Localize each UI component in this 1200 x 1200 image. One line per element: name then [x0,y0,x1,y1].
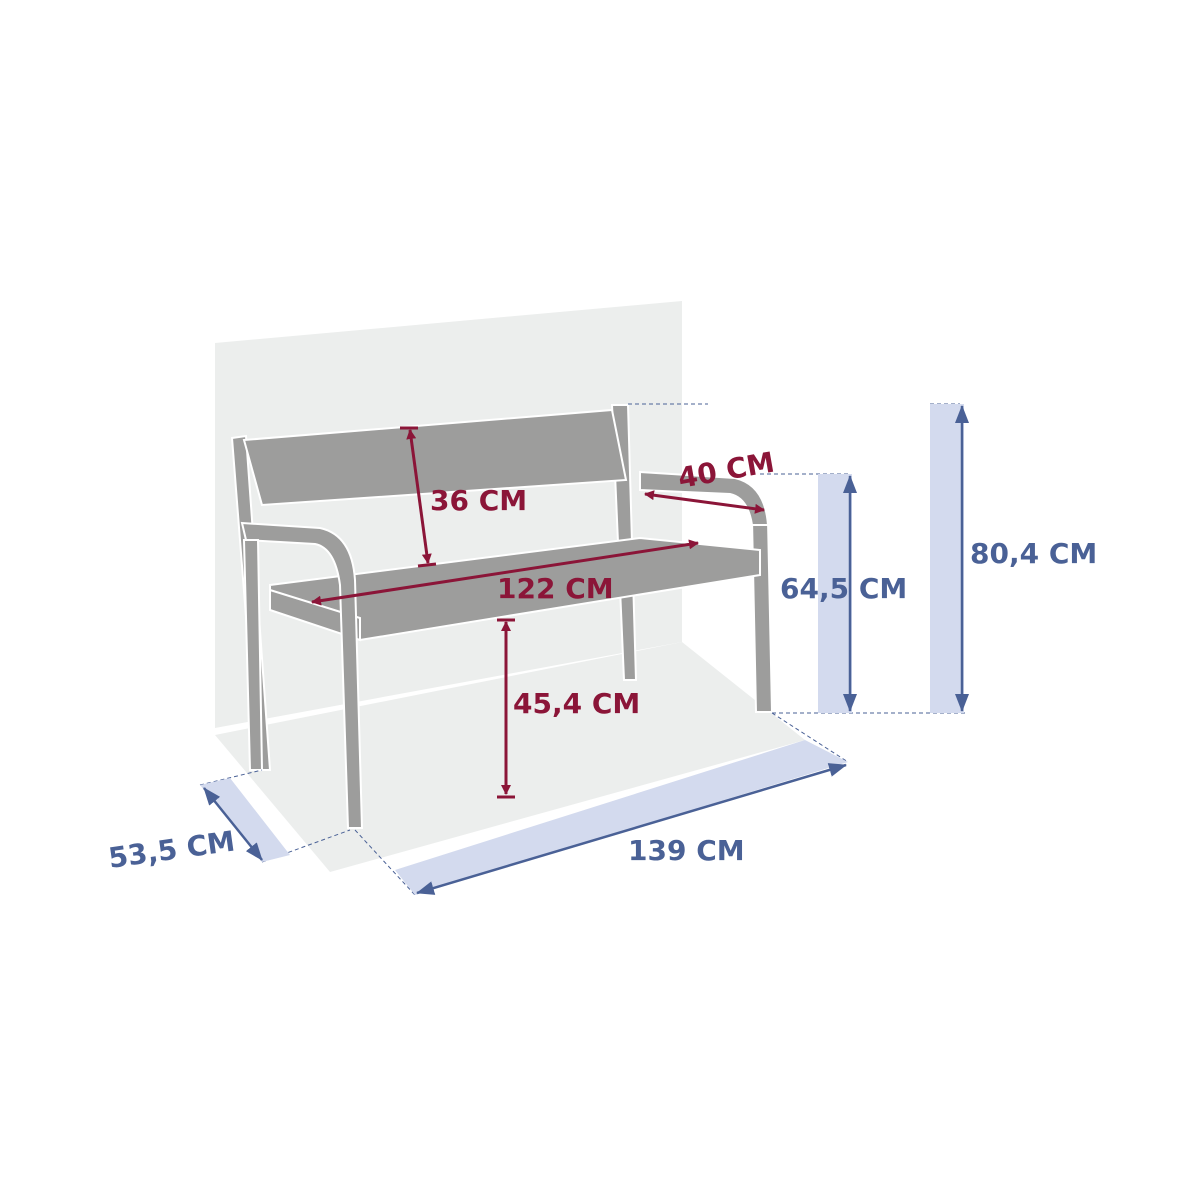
total-depth-label: 53,5 CM [106,825,237,875]
outer-dimension-arrows [203,405,969,895]
armrest-depth-arrow [644,490,765,514]
seat-height-label: 45,4 CM [513,687,640,720]
inner-dimension-arrows [311,426,765,799]
total-width-label: 139 CM [628,834,745,867]
seat-width-arrow [311,539,699,606]
total-height-label: 80,4 CM [970,537,1097,570]
backrest-height-label: 36 CM [430,484,527,517]
total-width-arrow [416,763,847,895]
seat-width-label: 122 CM [497,572,614,605]
total-depth-arrow [203,787,263,861]
backrest [242,408,628,507]
armrest-height-label: 64,5 CM [780,572,907,605]
